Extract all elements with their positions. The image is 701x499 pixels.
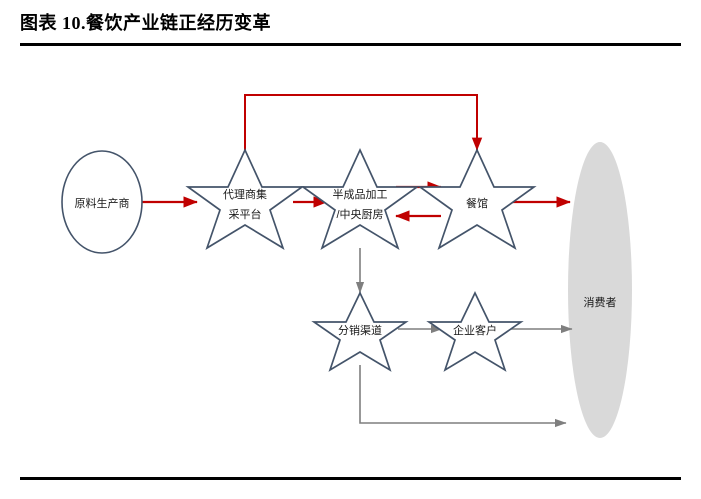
platform-star-shape (185, 147, 305, 250)
figure-divider-bottom (20, 477, 681, 480)
node-agent-procurement-platform-label-line2: 采平台 (229, 207, 262, 221)
node-enterprise-customer-label: 企业客户 (453, 323, 497, 337)
node-semi-processed-central-kitchen[interactable]: 半成品加工 /中央厨房 (300, 147, 420, 250)
node-agent-procurement-platform-label-line1: 代理商集 (223, 187, 267, 201)
node-enterprise-customer[interactable]: 企业客户 (426, 291, 524, 372)
value-chain-diagram: 消费者 (0, 50, 701, 470)
edge-platform-to-restaurant-bypass (244, 94, 483, 195)
restaurant-star-shape (417, 147, 537, 250)
enterprise-star-shape (426, 291, 524, 372)
distribution-consumer-line (359, 365, 567, 428)
node-restaurant-label: 餐馆 (466, 196, 488, 210)
node-semi-processed-central-kitchen-label-line2: /中央厨房 (336, 208, 383, 221)
page-title: 图表 10.餐饮产业链正经历变革 (20, 13, 271, 33)
supplier-ellipse-shape (61, 150, 143, 254)
distribution-star-shape (311, 291, 409, 372)
node-consumer-label: 消费者 (584, 295, 617, 309)
bypass-line (244, 94, 483, 195)
node-semi-processed-central-kitchen-label-line1: 半成品加工 (333, 187, 388, 201)
node-distribution-channel[interactable]: 分销渠道 (311, 291, 409, 372)
consumer-ellipse-shape (568, 142, 632, 438)
title-divider-top (20, 43, 681, 46)
node-agent-procurement-platform[interactable]: 代理商集 采平台 (185, 147, 305, 250)
kitchen-star-shape (300, 147, 420, 250)
edge-distribution-to-consumer (359, 365, 567, 428)
node-raw-material-supplier[interactable]: 原料生产商 (61, 150, 143, 254)
node-distribution-channel-label: 分销渠道 (338, 323, 382, 337)
node-raw-material-supplier-label: 原料生产商 (75, 196, 130, 210)
node-consumer[interactable]: 消费者 (568, 142, 632, 438)
node-restaurant[interactable]: 餐馆 (417, 147, 537, 250)
